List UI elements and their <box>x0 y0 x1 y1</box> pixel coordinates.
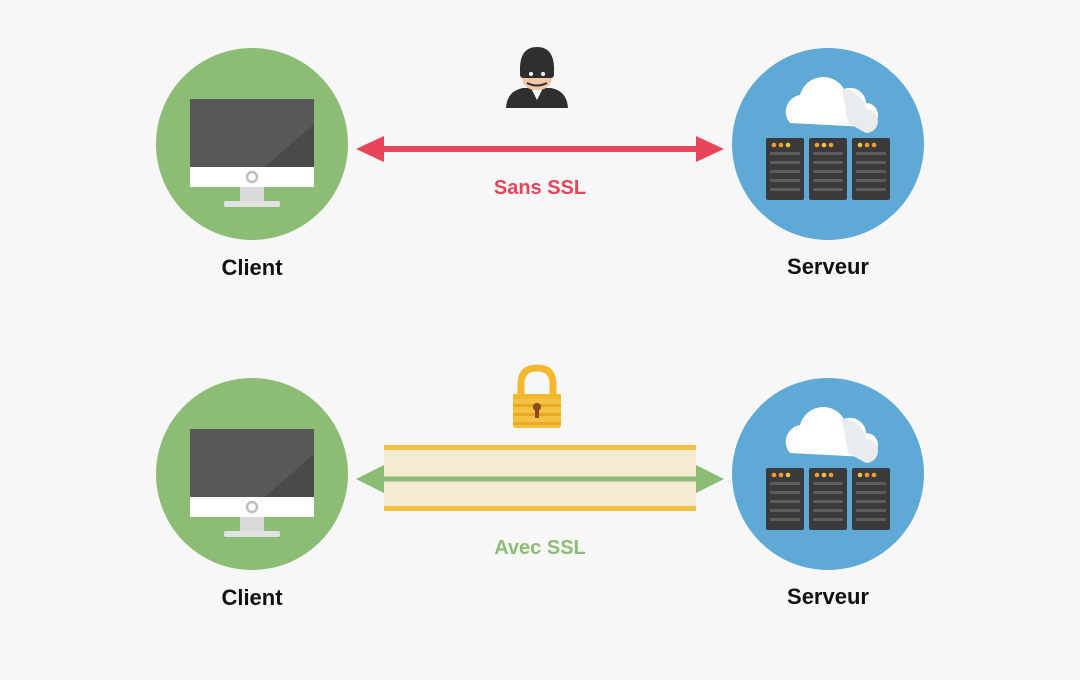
sans-ssl-label: Sans SSL <box>493 177 587 199</box>
client-label-bottom: Client <box>221 585 283 610</box>
client-label-top: Client <box>221 255 283 280</box>
hacker-icon <box>506 47 568 108</box>
server-label-bottom: Serveur <box>787 584 869 609</box>
server-node-top <box>732 48 924 240</box>
server-label-top: Serveur <box>787 254 869 279</box>
avec-ssl-label: Avec SSL <box>494 537 586 559</box>
insecure-connection-arrow <box>356 136 724 162</box>
server-node-bottom <box>732 378 924 570</box>
client-node-top <box>156 48 348 240</box>
client-node-bottom <box>156 378 348 570</box>
secure-tunnel <box>356 445 724 511</box>
padlock-icon <box>513 364 561 428</box>
